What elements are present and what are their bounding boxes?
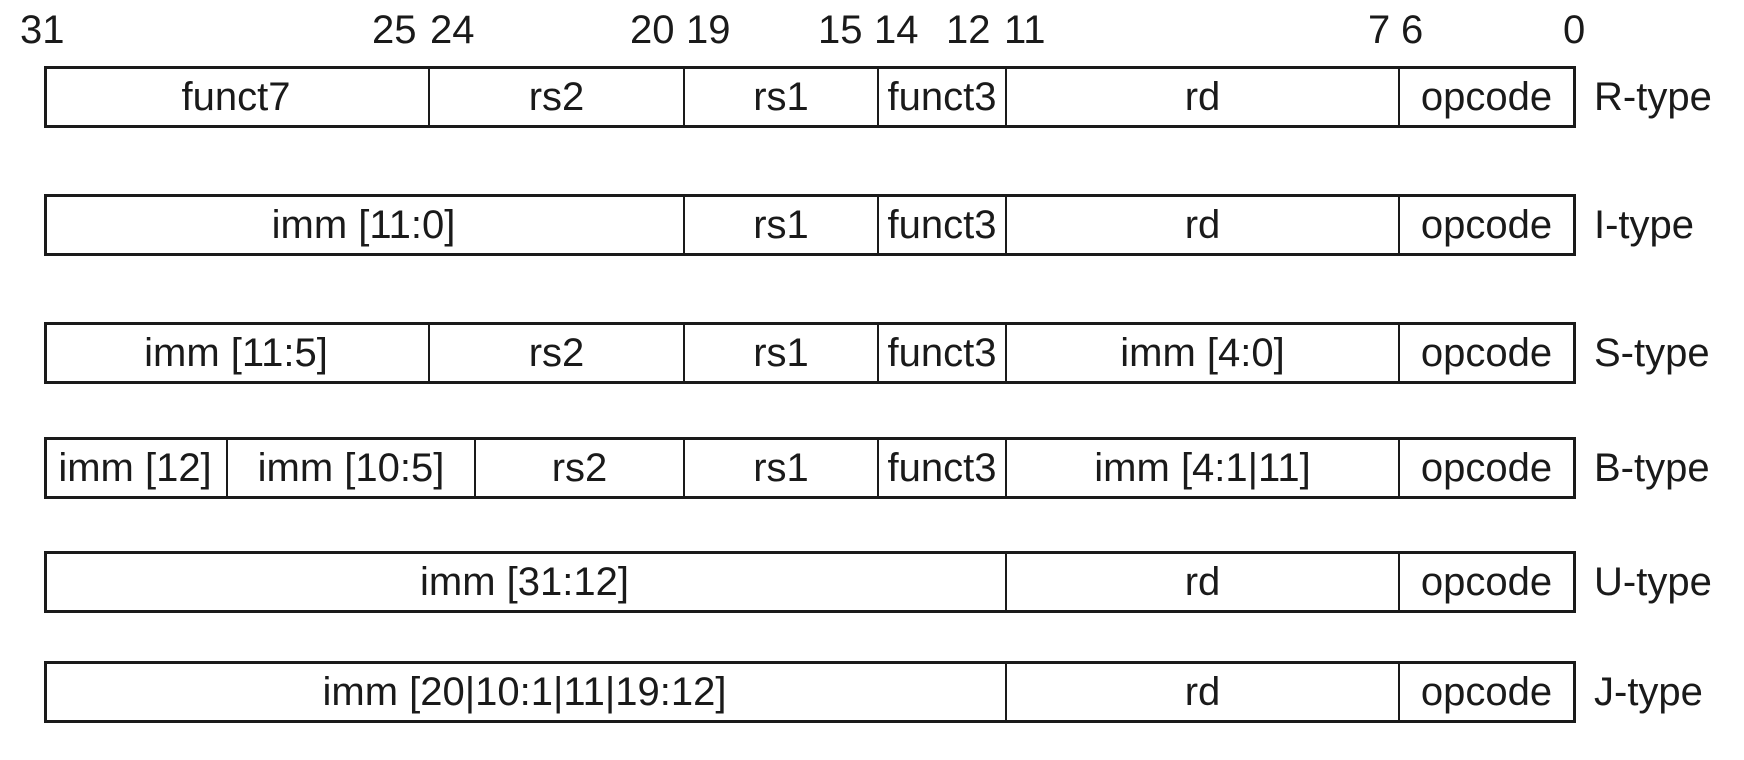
field-cell: rs2	[474, 440, 683, 496]
bit-number: 31	[20, 8, 65, 52]
bit-number: 15	[818, 8, 863, 52]
field-cell: rs1	[683, 440, 877, 496]
bit-number: 20	[630, 8, 675, 52]
field-cell: rd	[1005, 69, 1398, 125]
bit-number: 19	[686, 8, 731, 52]
field-cell: opcode	[1398, 664, 1573, 720]
field-cell: rs1	[683, 325, 877, 381]
field-cell: imm [4:0]	[1005, 325, 1398, 381]
field-cell: imm [12]	[58, 445, 212, 490]
field-cell: opcode	[1398, 325, 1573, 381]
field-cell: rd	[1005, 664, 1398, 720]
field-cell: rd	[1005, 554, 1398, 610]
field-cell: imm [11:5]	[144, 330, 328, 375]
field-cell: rs2	[428, 325, 683, 381]
bit-number: 0	[1563, 8, 1586, 52]
field-cell: imm [11:0]	[271, 202, 456, 247]
bit-number: 25	[372, 8, 417, 52]
field-cell: rs2	[428, 69, 683, 125]
bit-number: 11	[1004, 8, 1046, 52]
format-type-label: S-type	[1594, 331, 1710, 375]
field-cell: rd	[1005, 197, 1398, 253]
field-cell: imm [4:1|11]	[1005, 440, 1398, 496]
field-cell: opcode	[1398, 554, 1573, 610]
format-type-label: I-type	[1594, 203, 1695, 247]
field-cell: opcode	[1398, 440, 1573, 496]
bit-number: 12	[946, 8, 991, 52]
field-cell: imm [20|10:1|11|19:12]	[322, 669, 727, 714]
format-type-label: B-type	[1594, 446, 1710, 490]
field-cell: rs1	[683, 69, 877, 125]
field-cell: funct3	[877, 440, 1005, 496]
bit-number: 14	[874, 8, 919, 52]
field-cell: imm [31:12]	[420, 559, 629, 604]
format-type-label: U-type	[1594, 560, 1712, 604]
field-cell: funct3	[877, 69, 1005, 125]
bit-number: 7	[1368, 8, 1391, 52]
format-type-label: R-type	[1594, 75, 1712, 119]
field-cell: imm [10:5]	[226, 440, 474, 496]
field-cell: funct3	[877, 197, 1005, 253]
field-cell: rs1	[683, 197, 877, 253]
field-cell: funct7	[181, 74, 291, 119]
field-cell: opcode	[1398, 197, 1573, 253]
field-cell: funct3	[877, 325, 1005, 381]
field-cell: opcode	[1398, 69, 1573, 125]
bit-number: 24	[430, 8, 475, 52]
format-type-label: J-type	[1594, 670, 1703, 714]
bit-number: 6	[1401, 8, 1424, 52]
